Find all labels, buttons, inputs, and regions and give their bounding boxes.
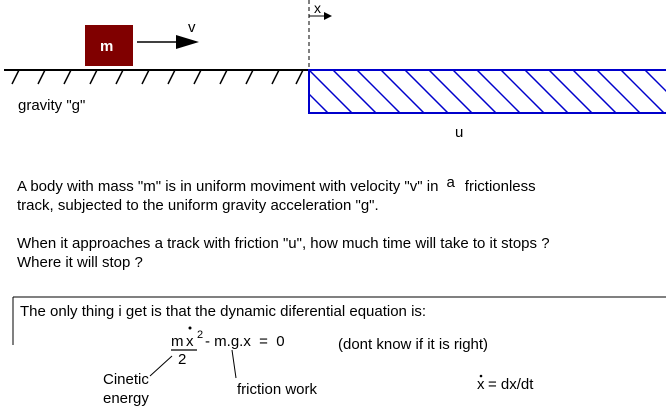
problem-line-1-a: a [446, 174, 455, 191]
xdot-definition [479, 374, 483, 378]
x-axis-arrow [309, 12, 332, 20]
problem-line-2: track, subjected to the uniform gravity … [17, 197, 379, 214]
velocity-label: v [188, 19, 196, 36]
definition-x: x [477, 376, 485, 393]
friction-leader [231, 349, 237, 379]
equation-square: 2 [197, 329, 204, 341]
problem-line-1: A body with mass "m" is in uniform movim… [17, 174, 536, 195]
problem-line-4: Where it will stop ? [17, 254, 143, 271]
friction-work-label: friction work [237, 381, 318, 398]
equation-rest: - m.g.x = 0 [205, 333, 285, 350]
equation-note: (dont know if it is right) [338, 336, 489, 353]
friction-zone [308, 69, 666, 114]
xdot-equation [188, 326, 192, 330]
problem-line-1-end: frictionless [464, 178, 536, 195]
cinetic-label-2: energy [103, 390, 149, 407]
equation-denominator: 2 [178, 351, 187, 368]
definition-rest: = dx/dt [488, 376, 534, 393]
problem-line-3: When it approaches a track with friction… [17, 235, 550, 252]
answer-intro: The only thing i get is that the dynamic… [20, 303, 427, 320]
mass-label: m [100, 38, 114, 55]
cinetic-leader [149, 355, 173, 377]
ground-hatching [11, 69, 304, 85]
x-axis-label: x [314, 0, 321, 16]
cinetic-label-1: Cinetic [103, 371, 149, 388]
mass-block [85, 25, 133, 66]
equation-x: x [186, 333, 194, 350]
friction-coefficient-label: u [455, 124, 464, 141]
velocity-arrow [137, 35, 199, 49]
problem-line-1-text: A body with mass "m" is in uniform movim… [17, 178, 439, 195]
gravity-label: gravity "g" [18, 97, 86, 114]
equation-m: m [171, 333, 184, 350]
